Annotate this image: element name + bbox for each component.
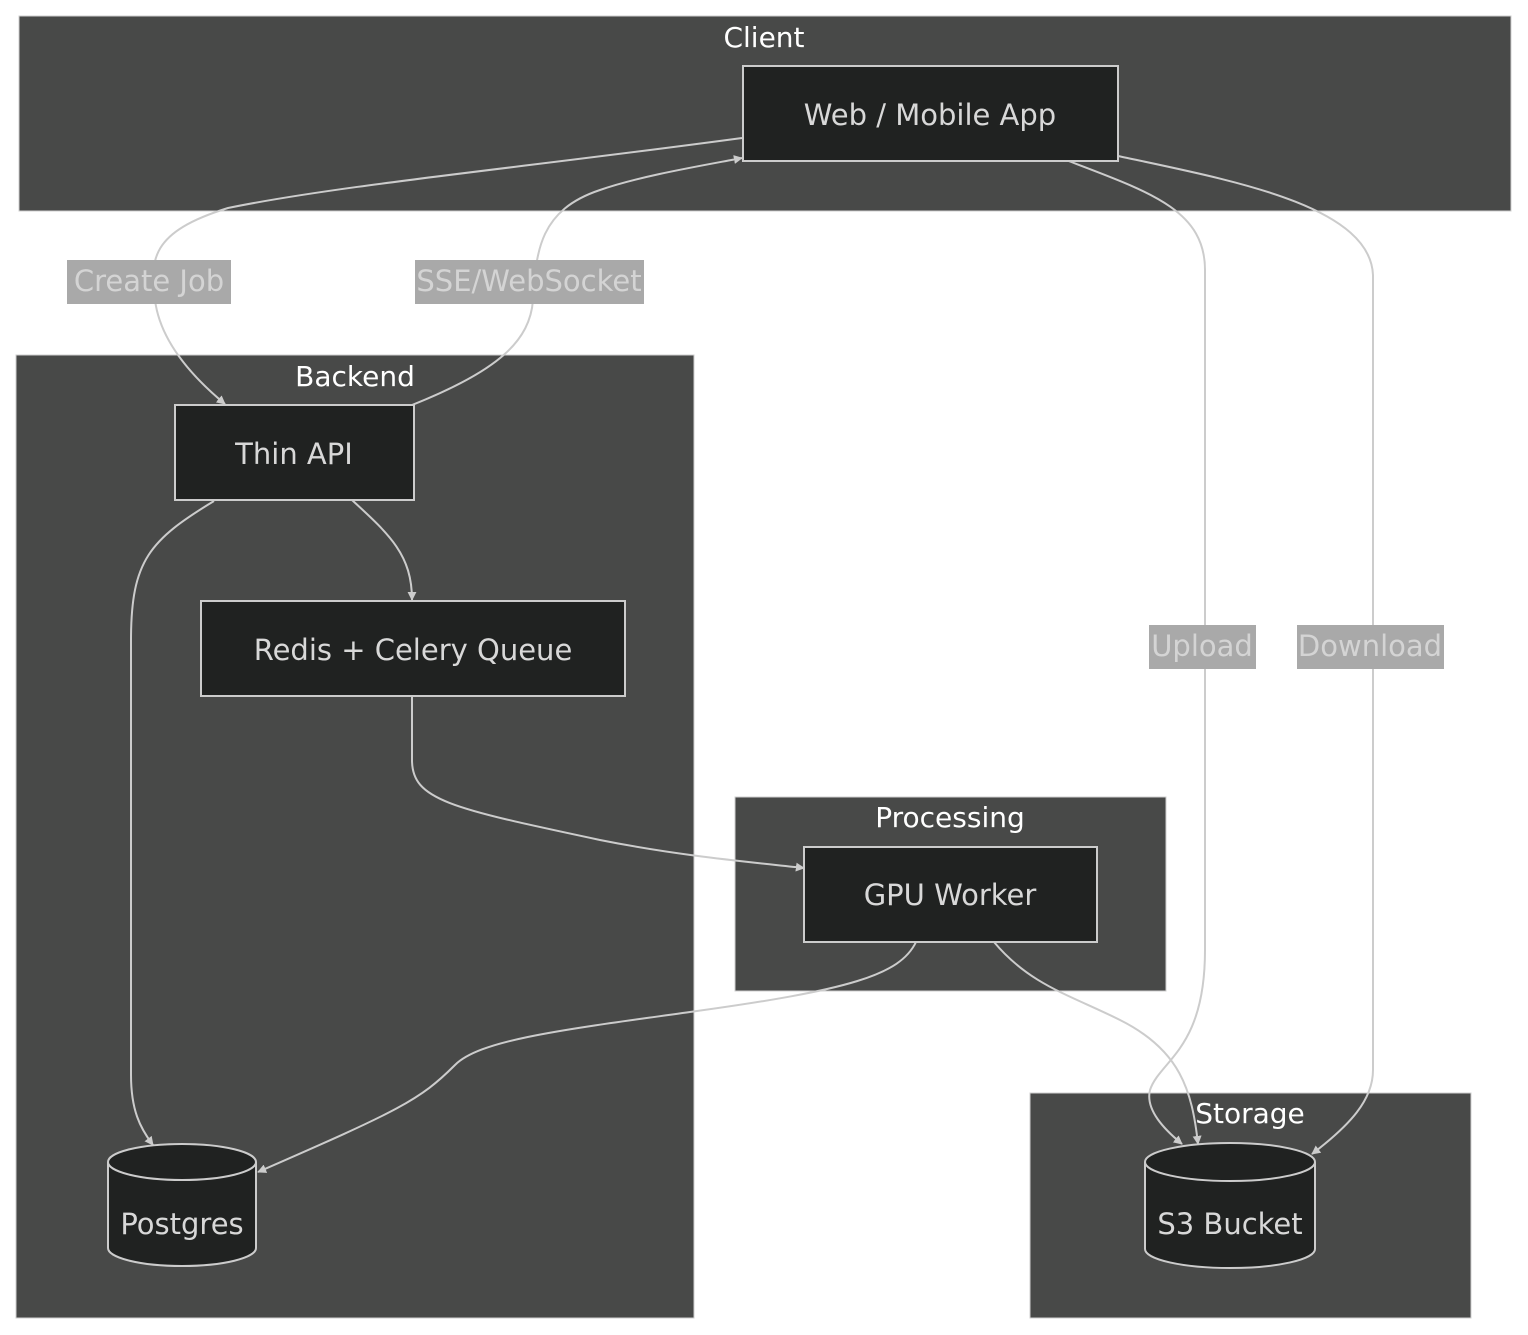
cluster-backend-label: Backend bbox=[295, 360, 415, 393]
cluster-processing-label: Processing bbox=[875, 801, 1025, 834]
edge-gpu-to-s3 bbox=[993, 941, 1202, 1145]
edge-label-sse-text: SSE/WebSocket bbox=[416, 264, 641, 298]
node-s3-bucket-label: S3 Bucket bbox=[1157, 1207, 1302, 1241]
cluster-storage-label: Storage bbox=[1195, 1097, 1305, 1130]
edge-label-upload-text: Upload bbox=[1151, 629, 1253, 663]
node-postgres[interactable]: Postgres bbox=[107, 1143, 257, 1267]
edge-label-create-job-text: Create Job bbox=[74, 264, 224, 298]
edge-api-to-app bbox=[411, 155, 743, 406]
node-s3-bucket[interactable]: S3 Bucket bbox=[1144, 1142, 1316, 1269]
edge-api-to-postgres bbox=[130, 500, 215, 1146]
node-thin-api[interactable]: Thin API bbox=[174, 404, 415, 501]
edge-api-to-queue bbox=[351, 499, 417, 601]
edge-label-create-job: Create Job bbox=[67, 260, 231, 304]
edge-app-to-s3-download bbox=[1117, 155, 1374, 1155]
edge-app-to-s3-upload bbox=[1065, 159, 1206, 1145]
edge-gpu-to-postgres bbox=[257, 941, 917, 1173]
edge-label-download-text: Download bbox=[1298, 629, 1442, 663]
edge-label-upload: Upload bbox=[1149, 625, 1256, 669]
edge-label-download: Download bbox=[1297, 625, 1444, 669]
edge-app-to-api bbox=[152, 137, 743, 405]
node-redis-celery-queue-label: Redis + Celery Queue bbox=[254, 633, 573, 667]
node-web-mobile-app-label: Web / Mobile App bbox=[804, 98, 1056, 132]
node-redis-celery-queue[interactable]: Redis + Celery Queue bbox=[200, 600, 626, 697]
edge-label-sse: SSE/WebSocket bbox=[415, 260, 644, 304]
node-web-mobile-app[interactable]: Web / Mobile App bbox=[742, 65, 1119, 162]
cluster-client-label: Client bbox=[723, 21, 804, 54]
node-thin-api-label: Thin API bbox=[234, 437, 353, 471]
node-gpu-worker[interactable]: GPU Worker bbox=[803, 846, 1098, 943]
node-postgres-label: Postgres bbox=[120, 1207, 243, 1241]
node-gpu-worker-label: GPU Worker bbox=[864, 878, 1037, 912]
edge-queue-to-gpu bbox=[411, 696, 805, 872]
